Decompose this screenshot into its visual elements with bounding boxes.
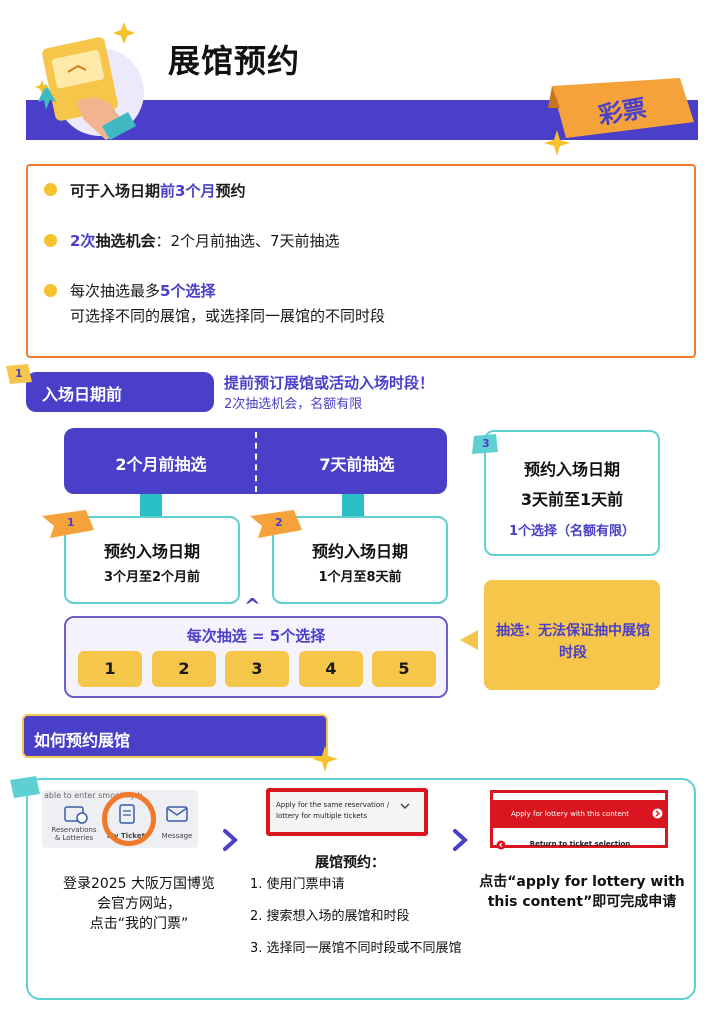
section1-tab xyxy=(26,372,214,412)
step2-item: 2. 搜索想入场的展馆和时段 xyxy=(250,909,410,924)
step2-title: 展馆预约： xyxy=(315,855,385,871)
step3-line: 点击“apply for lottery with xyxy=(479,874,685,890)
intro-box xyxy=(26,164,696,358)
intro-line-3-sub: 可选择不同的展馆，或选择同一展馆的不同时段 xyxy=(70,307,386,325)
note-box xyxy=(484,580,660,690)
hand-ticket-illustration-icon xyxy=(35,22,144,140)
ticket-choice: 2 xyxy=(152,651,216,687)
section2-tab xyxy=(22,714,328,758)
page-title: 展馆预约 xyxy=(168,42,301,80)
apply-screenshot xyxy=(266,788,428,836)
bullet-dot xyxy=(44,284,57,297)
highlight-circle xyxy=(102,792,156,846)
intro-line-1: 可于入场日期前3个月预约 xyxy=(70,180,245,201)
card-2-line2: 1个月至8天前 xyxy=(318,570,402,585)
connector-block xyxy=(342,494,364,516)
card-2-number: 2 xyxy=(275,516,283,529)
number-flag-icon xyxy=(42,510,94,538)
connector-block xyxy=(140,494,162,516)
intro-line-3-text: 每次抽选最多 xyxy=(70,282,161,300)
section2-label: 如何预约展馆 xyxy=(34,731,131,750)
card-3-number: 3 xyxy=(482,437,490,450)
intro-line-1-highlight: 前3个月 xyxy=(160,182,216,200)
chevron-down-icon[interactable] xyxy=(400,802,410,810)
bullet-dot xyxy=(44,183,57,196)
step3-text: 点击“apply for lottery with this content”即… xyxy=(476,872,688,912)
section1-label: 入场日期前 xyxy=(42,385,123,404)
step1-line: 点击“我的门票” xyxy=(89,916,189,932)
card-3-line3: 1个选择（名额有限） xyxy=(508,524,636,539)
number-tag-icon xyxy=(10,776,40,798)
ticket-choice: 1 xyxy=(78,651,142,687)
section1-headline: 提前预订展馆或活动入场时段！ xyxy=(224,374,435,392)
intro-line-2-highlight: 2次 xyxy=(70,232,96,250)
sparkle-icon xyxy=(312,746,338,772)
mail-icon xyxy=(166,806,188,822)
intro-line-2-text: ：2个月前抽选、7天前抽选 xyxy=(155,232,340,250)
return-ticket-selection-link[interactable]: Return to ticket selection xyxy=(529,840,631,848)
how-to-box xyxy=(26,778,696,1000)
back-arrow-icon[interactable] xyxy=(496,840,506,850)
phase-card-1: 预约入场日期 3个月至2个月前 xyxy=(64,516,240,604)
chevron-right-icon xyxy=(453,829,468,851)
apply-option-text[interactable]: Apply for the same reservation / lottery… xyxy=(276,801,390,820)
phase-label-7days: 7天前抽选 xyxy=(319,455,395,474)
ticket-choice: 4 xyxy=(299,651,363,687)
card-1-line2: 3个月至2个月前 xyxy=(103,570,201,585)
card-3-line2: 3天前至1天前 xyxy=(520,490,624,509)
number-tag-icon xyxy=(6,364,32,384)
step1-text: 登录2025 大阪万国博览 会官方网站， 点击“我的门票” xyxy=(36,874,242,934)
number-tag-icon xyxy=(472,434,498,454)
ribbon-banner-icon xyxy=(548,78,694,138)
number-flag-icon xyxy=(250,510,302,538)
tab-reservations-lotteries[interactable]: Reservations & Lotteries xyxy=(51,826,97,842)
phase-card-3: 预约入场日期 3天前至1天前 1个选择（名额有限） xyxy=(484,430,660,556)
intro-line-3-highlight: 5个选择 xyxy=(160,282,216,300)
phase-divider xyxy=(255,432,257,492)
intro-line-2: 2次抽选机会：2个月前抽选、7天前抽选 xyxy=(70,230,340,251)
chevron-right-icon xyxy=(223,829,238,851)
intro-line-2-bold: 抽选机会 xyxy=(95,232,156,250)
apply-lottery-button-label[interactable]: Apply for lottery with this content xyxy=(511,810,629,818)
phase-card-2: 预约入场日期 1个月至8天前 xyxy=(272,516,448,604)
section1-number: 1 xyxy=(15,367,23,380)
step2-item: 3. 选择同一展馆不同时段或不同展馆 xyxy=(250,941,462,956)
screenshot-top-text: able to enter smoothly b xyxy=(44,791,143,800)
intro-line-1-text-c: 预约 xyxy=(215,182,246,200)
phase-label-2months: 2个月前抽选 xyxy=(115,455,207,474)
picks-label: 每次抽选 = 5个选择 xyxy=(186,627,326,645)
calendar-clock-icon xyxy=(64,806,88,824)
apply-lottery-button[interactable] xyxy=(493,800,665,828)
section1-subline: 2次抽选机会，名额有限 xyxy=(224,397,363,412)
step1-line: 登录2025 大阪万国博览 xyxy=(62,876,216,892)
card-3-line1: 预约入场日期 xyxy=(523,460,620,479)
card-2-line1: 预约入场日期 xyxy=(311,542,408,561)
step3-line: this content”即可完成申请 xyxy=(487,894,677,910)
intro-line-1-text-a: 可于入场日期 xyxy=(70,182,161,200)
step1-line: 会官方网站， xyxy=(97,896,181,912)
step2-item: 1. 使用门票申请 xyxy=(250,877,345,892)
tab-message[interactable]: Message xyxy=(161,832,193,840)
bullet-dot xyxy=(44,234,57,247)
ticket-choice: 3 xyxy=(225,651,289,687)
arrow-left-icon xyxy=(460,630,478,650)
sparkle-icon xyxy=(544,130,570,156)
card-1-number: 1 xyxy=(67,516,75,529)
card-1-line1: 预约入场日期 xyxy=(103,542,200,561)
arrow-right-circle-icon xyxy=(652,808,663,819)
intro-line-3: 每次抽选最多5个选择 xyxy=(70,280,215,301)
note-text: 抽选：无法保证抽中展馆时段 xyxy=(496,623,650,661)
caret-up-icon: ^ xyxy=(244,594,261,618)
ticket-choice: 5 xyxy=(372,651,436,687)
